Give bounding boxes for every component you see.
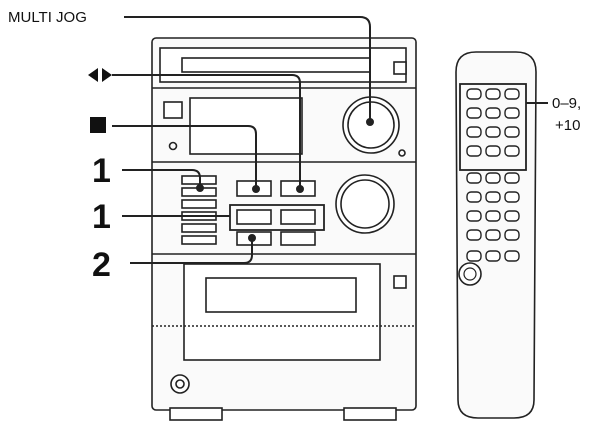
power-button[interactable] xyxy=(163,101,183,119)
remote-key-r5-c2[interactable] xyxy=(485,172,501,184)
remote-key-r3-c3[interactable] xyxy=(504,126,520,138)
cd-slot xyxy=(181,57,371,73)
remote-key-r8-c1[interactable] xyxy=(466,229,482,241)
remote-key-r4-c2[interactable] xyxy=(485,145,501,157)
remote-key-r7-c3[interactable] xyxy=(504,210,520,222)
step-two-label: 2 xyxy=(92,246,111,284)
digits-label-line1: 0–9, xyxy=(552,95,581,112)
step-one-a-leader-dot xyxy=(196,184,204,192)
remote-big-button-inner xyxy=(463,267,477,281)
cassette-eject-button[interactable] xyxy=(393,275,407,289)
remote-key-r2-c2[interactable] xyxy=(485,107,501,119)
remote-key-r1-c3[interactable] xyxy=(504,88,520,100)
foot-right xyxy=(343,407,397,421)
step-two-leader-dot xyxy=(248,234,256,242)
remote-key-r5-c1[interactable] xyxy=(466,172,482,184)
cd-open-button[interactable] xyxy=(393,61,407,75)
remote-key-r2-c3[interactable] xyxy=(504,107,520,119)
remote-key-r8-c2[interactable] xyxy=(485,229,501,241)
remote-keypad xyxy=(466,88,520,262)
remote-key-r4-c3[interactable] xyxy=(504,145,520,157)
volume-knob[interactable] xyxy=(335,174,395,234)
stereo-unit xyxy=(151,37,417,421)
stop-leader xyxy=(112,125,257,187)
remote-key-r6-c2[interactable] xyxy=(485,191,501,203)
mode-button-6[interactable] xyxy=(181,235,217,245)
remote-big-button[interactable] xyxy=(458,262,482,286)
multi-jog-label: MULTI JOG xyxy=(8,9,87,26)
small-indicator-icon xyxy=(398,149,406,157)
multi-jog-leader xyxy=(124,16,371,120)
remote-key-r5-c3[interactable] xyxy=(504,172,520,184)
extra-button[interactable] xyxy=(280,231,316,246)
remote-key-r1-c1[interactable] xyxy=(466,88,482,100)
preset-button-left[interactable] xyxy=(236,209,272,225)
remote-key-r3-c2[interactable] xyxy=(485,126,501,138)
skip-left-right-arrows-icon xyxy=(88,68,112,82)
headphone-jack-inner xyxy=(175,379,185,389)
multi-jog-leader-dot xyxy=(366,118,374,126)
mode-button-3[interactable] xyxy=(181,199,217,209)
step-one-highlight xyxy=(229,204,325,231)
stop-square-icon xyxy=(90,117,106,133)
foot-left xyxy=(169,407,223,421)
headphone-jack-icon[interactable] xyxy=(170,374,190,394)
remote-key-r4-c1[interactable] xyxy=(466,145,482,157)
skip-leader-dot xyxy=(296,185,304,193)
step-two-leader xyxy=(130,240,253,264)
remote-key-r6-c1[interactable] xyxy=(466,191,482,203)
volume-knob-inner xyxy=(340,179,390,229)
step-one-a-leader xyxy=(122,169,201,186)
cassette-window xyxy=(205,277,357,313)
digits-label-line2: +10 xyxy=(555,117,580,134)
standby-indicator-icon xyxy=(168,141,178,151)
remote-key-r3-c1[interactable] xyxy=(466,126,482,138)
remote-key-r9-c3[interactable] xyxy=(504,250,520,262)
remote-key-r9-c1[interactable] xyxy=(466,250,482,262)
number-key-highlight xyxy=(459,83,527,171)
remote-key-r8-c3[interactable] xyxy=(504,229,520,241)
skip-leader xyxy=(112,74,301,187)
step-one-b-label: 1 xyxy=(92,198,111,236)
remote-key-r2-c1[interactable] xyxy=(466,107,482,119)
remote-key-r9-c2[interactable] xyxy=(485,250,501,262)
remote-key-r7-c1[interactable] xyxy=(466,210,482,222)
leader-lines xyxy=(112,16,548,264)
remote-key-r6-c3[interactable] xyxy=(504,191,520,203)
preset-button-right[interactable] xyxy=(280,209,316,225)
remote-key-r1-c2[interactable] xyxy=(485,88,501,100)
mode-button-5[interactable] xyxy=(181,223,217,233)
stop-leader-dot xyxy=(252,185,260,193)
remote-key-r7-c2[interactable] xyxy=(485,210,501,222)
step-one-a-label: 1 xyxy=(92,152,111,190)
